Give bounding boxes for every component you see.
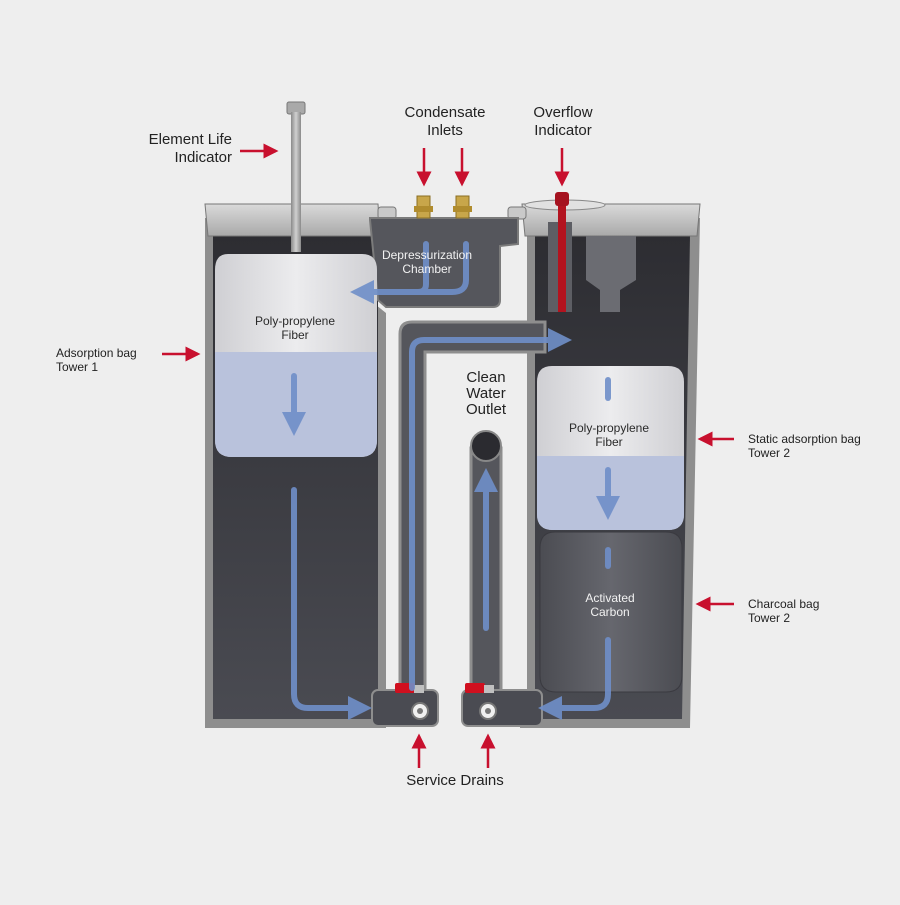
label-line: Overflow	[533, 104, 593, 121]
service-drain-fittings	[371, 683, 543, 727]
label-line: Indicator	[534, 122, 592, 139]
label-line: Tower 2	[748, 446, 791, 461]
label-line: Static adsorption bag	[748, 432, 861, 446]
label-line: Fiber	[595, 435, 623, 450]
label-line: Activated	[585, 591, 635, 605]
tower-1-fiber-bag	[215, 254, 377, 457]
label-line: Chamber	[402, 262, 452, 277]
label-line: Element Life	[148, 131, 232, 148]
label-condensate-inlets: Condensate Inlets	[390, 104, 500, 140]
condensate-inlet-fittings	[414, 195, 472, 219]
label-line: Condensate	[404, 104, 486, 121]
tower-2-carbon-bag	[539, 531, 683, 693]
label-line: Service Drains	[406, 772, 504, 789]
label-activated-carbon: Activated Carbon	[560, 591, 660, 620]
label-line: Adsorption bag	[56, 346, 137, 360]
flow-arrows	[282, 241, 620, 720]
label-polypropylene-fiber-1: Poly-propylene Fiber	[236, 314, 354, 343]
label-line: Water	[466, 384, 506, 402]
label-line: Tower 1	[56, 360, 99, 375]
label-depressurization-chamber: Depressurization Chamber	[370, 248, 484, 277]
pointer-arrows	[162, 143, 734, 768]
label-line: Indicator	[174, 149, 232, 166]
label-line: Depressurization	[381, 248, 473, 262]
depressurization-chamber	[369, 217, 519, 308]
label-clean-water-outlet: Clean Water Outlet	[448, 370, 524, 417]
label-line: Tower 2	[748, 611, 791, 626]
label-line: Charcoal bag	[748, 597, 820, 611]
flow-up-channel	[409, 328, 572, 691]
label-line: Clean	[466, 369, 506, 386]
label-element-life-indicator: Element Life Indicator	[120, 131, 232, 167]
label-charcoal-bag-tower-2: Charcoal bag Tower 2	[748, 597, 868, 626]
label-static-adsorption-bag-tower-2: Static adsorption bag Tower 2	[748, 432, 888, 461]
flow-down-carbon	[538, 637, 611, 720]
label-service-drains: Service Drains	[380, 772, 530, 790]
flow-down-tower-1	[291, 487, 372, 720]
overflow-indicator-device	[548, 192, 636, 312]
label-line: Poly-propylene	[254, 314, 336, 328]
label-line: Fiber	[281, 328, 309, 343]
label-line: Inlets	[427, 122, 463, 139]
flow-inlet-2	[415, 241, 469, 295]
label-line: Poly-propylene	[568, 421, 650, 435]
label-polypropylene-fiber-2: Poly-propylene Fiber	[550, 421, 668, 450]
label-overflow-indicator: Overflow Indicator	[518, 104, 608, 140]
label-line: Outlet	[465, 400, 507, 418]
element-life-indicator-rod	[286, 101, 306, 252]
label-line: Carbon	[590, 605, 630, 620]
label-adsorption-bag-tower-1: Adsorption bag Tower 1	[56, 346, 166, 375]
